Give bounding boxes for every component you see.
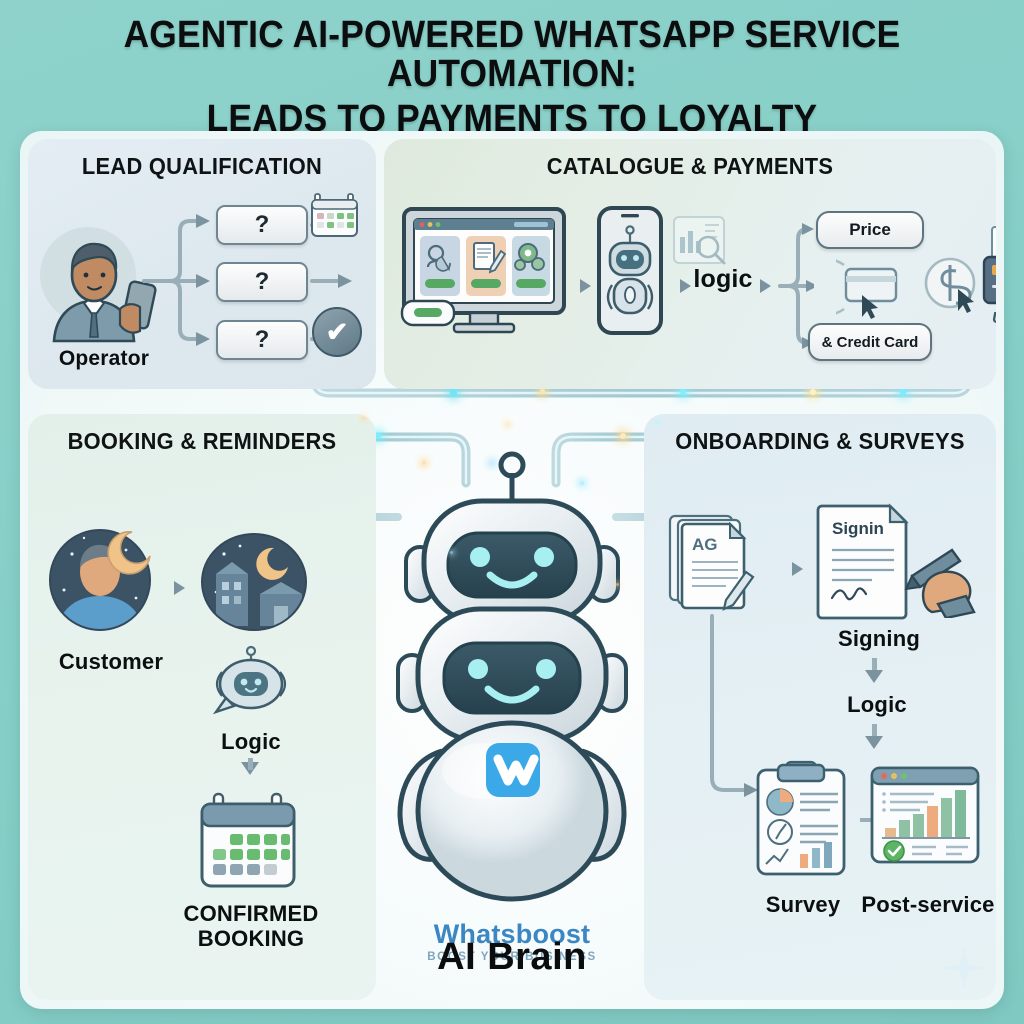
payment-branch-lines [778, 223, 814, 349]
arrow-docs-to-sign [792, 562, 803, 576]
chatbot-bubble-icon [212, 645, 287, 715]
survey-label: Survey [765, 892, 841, 917]
signing-label: Signing [837, 626, 921, 651]
operator-label: Operator [58, 347, 150, 370]
brand-tagline: BOOST YOUR BUSINESS [427, 951, 597, 963]
arrow-stem [248, 758, 253, 770]
logic-label-onboarding: Logic [847, 692, 907, 717]
confirmed-booking-label: CONFIRMED BOOKING [146, 901, 356, 951]
calendar-icon [311, 193, 358, 237]
panel-title-booking: BOOKING & REMINDERS [67, 428, 337, 454]
check-badge-icon: ✔ [312, 307, 362, 357]
ambient-particle [616, 583, 619, 586]
sign-document-icon: Signin [816, 503, 909, 620]
arrow-customer-to-venue [174, 581, 185, 595]
doc-stack-label-text: AG [692, 535, 718, 554]
panel-title-onboarding: ONBOARDING & SURVEYS [675, 428, 965, 454]
ai-brain-label: AI Brain [437, 936, 587, 978]
pipe-glow-dot [490, 461, 494, 465]
title-line-1: AGENTIC AI-POWERED WHATSAPP SERVICE AUTO… [123, 14, 901, 95]
pipe-glow-dot [375, 433, 381, 439]
venue-night-icon [201, 533, 307, 631]
price-pill[interactable]: Price [816, 211, 924, 249]
docs-to-survey-line [710, 614, 758, 797]
arrow-logic-to-options [760, 279, 771, 293]
pipe-glow-dot [810, 389, 816, 395]
money-coin-icon [924, 257, 976, 313]
pipe-glow-dot [900, 389, 906, 395]
ambient-particle [580, 481, 584, 485]
survey-clipboard-icon [756, 760, 846, 876]
lead-branch-arrows [142, 214, 210, 346]
pipe-glow-dot [540, 389, 545, 394]
brand-name: Whatsboost [433, 919, 591, 949]
panel-lead-qualification: LEAD QUALIFICATION Operator [28, 139, 376, 389]
smartphone-bot-icon [597, 206, 663, 335]
card-select-icon [836, 259, 898, 319]
pipe-glow-dot [450, 389, 457, 396]
confirmed-booking-calendar-icon [200, 792, 296, 888]
pipe-glow-dot [680, 389, 686, 395]
panel-booking-reminders: BOOKING & REMINDERS [28, 414, 376, 1000]
post-service-dashboard-icon [870, 766, 980, 864]
question-box-1[interactable]: ? [216, 205, 308, 245]
post-service-label: Post-service [861, 892, 995, 917]
arrow-stem [872, 724, 877, 738]
sign-doc-label-text: Signin [832, 519, 884, 538]
upi-card-stack-icon: UPI UPI [982, 226, 996, 327]
signing-hand-icon [904, 548, 976, 618]
panel-onboarding-surveys: ONBOARDING & SURVEYS AG Signin [644, 414, 996, 1000]
ambient-particle [422, 461, 426, 465]
ambient-particle [450, 551, 453, 554]
customer-label: Customer [58, 649, 164, 674]
page-title: AGENTIC AI-POWERED WHATSAPP SERVICE AUTO… [0, 16, 1024, 138]
confirmed-booking-line1: CONFIRMED [183, 901, 319, 926]
panel-title-catalogue: CATALOGUE & PAYMENTS [546, 153, 834, 179]
pipe-glow-dot [620, 433, 626, 439]
ai-brain-robot: Whatsboost BOOST YOUR BUSINESS [384, 251, 640, 963]
logic-label-booking: Logic [221, 729, 281, 754]
customer-night-avatar-icon [49, 529, 158, 631]
document-stack-icon: AG [668, 514, 755, 611]
ambient-particle [362, 417, 365, 420]
arrow-signing-to-logic [865, 670, 883, 683]
question-box-2[interactable]: ? [216, 262, 308, 302]
question-box-3[interactable]: ? [216, 320, 308, 360]
panel-catalogue-payments: CATALOGUE & PAYMENTS [384, 139, 996, 389]
svg-text:UPI: UPI [992, 310, 996, 327]
ambient-particle [656, 421, 659, 424]
logic-label-catalogue: logic [693, 265, 753, 293]
ambient-particle [506, 423, 509, 426]
panel-title-lead: LEAD QUALIFICATION [81, 153, 323, 179]
arrow-monitor-to-phone [580, 279, 591, 293]
analytics-search-icon [673, 216, 726, 265]
desktop-monitor-icon [400, 207, 566, 334]
operator-icon [52, 242, 157, 343]
confirmed-booking-line2: BOOKING [197, 925, 305, 951]
credit-card-pill[interactable]: & Credit Card [808, 323, 932, 361]
infographic-board: LEAD QUALIFICATION Operator [20, 131, 1004, 1009]
arrow-phone-to-logic [680, 279, 691, 293]
arrow-stem [872, 658, 877, 672]
arrow-logic-to-survey [865, 736, 883, 749]
